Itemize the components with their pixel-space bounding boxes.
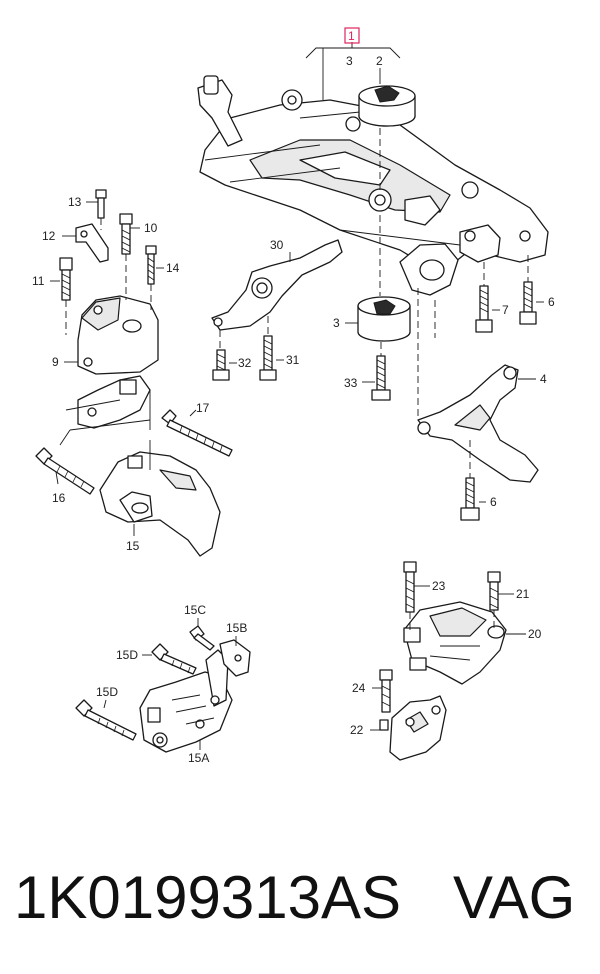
subframe	[197, 75, 549, 296]
callout-4: 4	[540, 372, 547, 386]
bracket-22	[370, 695, 447, 761]
bolt-33	[362, 342, 391, 401]
gearbox-mount-15	[99, 390, 221, 557]
bush-lower-3	[345, 215, 411, 342]
callout-30: 30	[270, 238, 284, 252]
callout-3-bottom: 3	[333, 316, 340, 330]
callout-32: 32	[238, 356, 252, 370]
callout-17: 17	[196, 401, 210, 415]
callout-10: 10	[144, 221, 158, 235]
callout-16: 16	[52, 491, 66, 505]
callout-23: 23	[432, 579, 446, 593]
callout-1-highlight-box	[344, 27, 360, 44]
bolt-17	[161, 409, 233, 457]
pendulum-support-30	[211, 239, 343, 350]
bolt-15d-top	[142, 643, 197, 675]
bolt-21	[487, 571, 514, 628]
callout-24: 24	[352, 681, 366, 695]
mount-bracket	[59, 375, 151, 446]
bracket-15a	[139, 649, 233, 753]
bolt-23	[403, 561, 430, 630]
callout-9: 9	[52, 355, 59, 369]
callout-14: 14	[166, 261, 180, 275]
bolt-31	[259, 335, 284, 381]
bolt-13	[86, 189, 107, 230]
part-number-caption: 1K0199313AS VAG	[14, 858, 594, 938]
bolt-24	[372, 669, 393, 713]
callout-33: 33	[344, 376, 358, 390]
bolt-14	[145, 245, 164, 310]
guide-lines	[417, 288, 436, 420]
bolt-15d-bottom	[75, 699, 137, 741]
callout-15b: 15B	[226, 621, 247, 635]
bolt-16	[35, 447, 95, 495]
bolt-32	[212, 349, 237, 381]
group-bracket-1	[305, 27, 401, 100]
callout-15: 15	[126, 539, 140, 553]
callout-15c: 15C	[184, 603, 206, 617]
callout-22: 22	[350, 723, 364, 737]
wishbone-4	[417, 364, 539, 483]
part-number: 1K0199313AS	[14, 864, 402, 931]
callout-31: 31	[286, 353, 300, 367]
callout-6-lower: 6	[490, 495, 497, 509]
callout-3-top: 3	[346, 54, 353, 68]
engine-mount-9	[64, 295, 159, 375]
callout-15a: 15A	[188, 751, 209, 765]
callout-1: 1	[348, 29, 355, 43]
callout-7: 7	[502, 303, 509, 317]
bolt-6-lower	[460, 477, 486, 521]
bracket-15b	[219, 636, 251, 677]
brand-name: VAG	[453, 864, 576, 931]
bolt-11	[50, 257, 73, 335]
callout-labels: 1 3 2 30 3 33 32 31 7 6 4 6 13 10 12 14 …	[32, 29, 555, 765]
bolt-7	[475, 262, 500, 333]
callout-21: 21	[516, 587, 530, 601]
bolt-6-upper	[519, 255, 544, 325]
bolt-15c	[189, 618, 215, 651]
callout-6-upper: 6	[548, 295, 555, 309]
callout-13: 13	[68, 195, 82, 209]
callout-12: 12	[42, 229, 56, 243]
callout-2: 2	[376, 54, 383, 68]
callout-15d-top: 15D	[116, 648, 138, 662]
callout-20: 20	[528, 627, 542, 641]
bracket-12	[62, 223, 109, 263]
bush-upper-2	[358, 68, 416, 190]
gearbox-mount-20	[403, 601, 526, 685]
callout-11: 11	[32, 274, 45, 288]
bolt-10	[119, 213, 140, 300]
callout-15d-bottom: 15D	[96, 685, 118, 699]
